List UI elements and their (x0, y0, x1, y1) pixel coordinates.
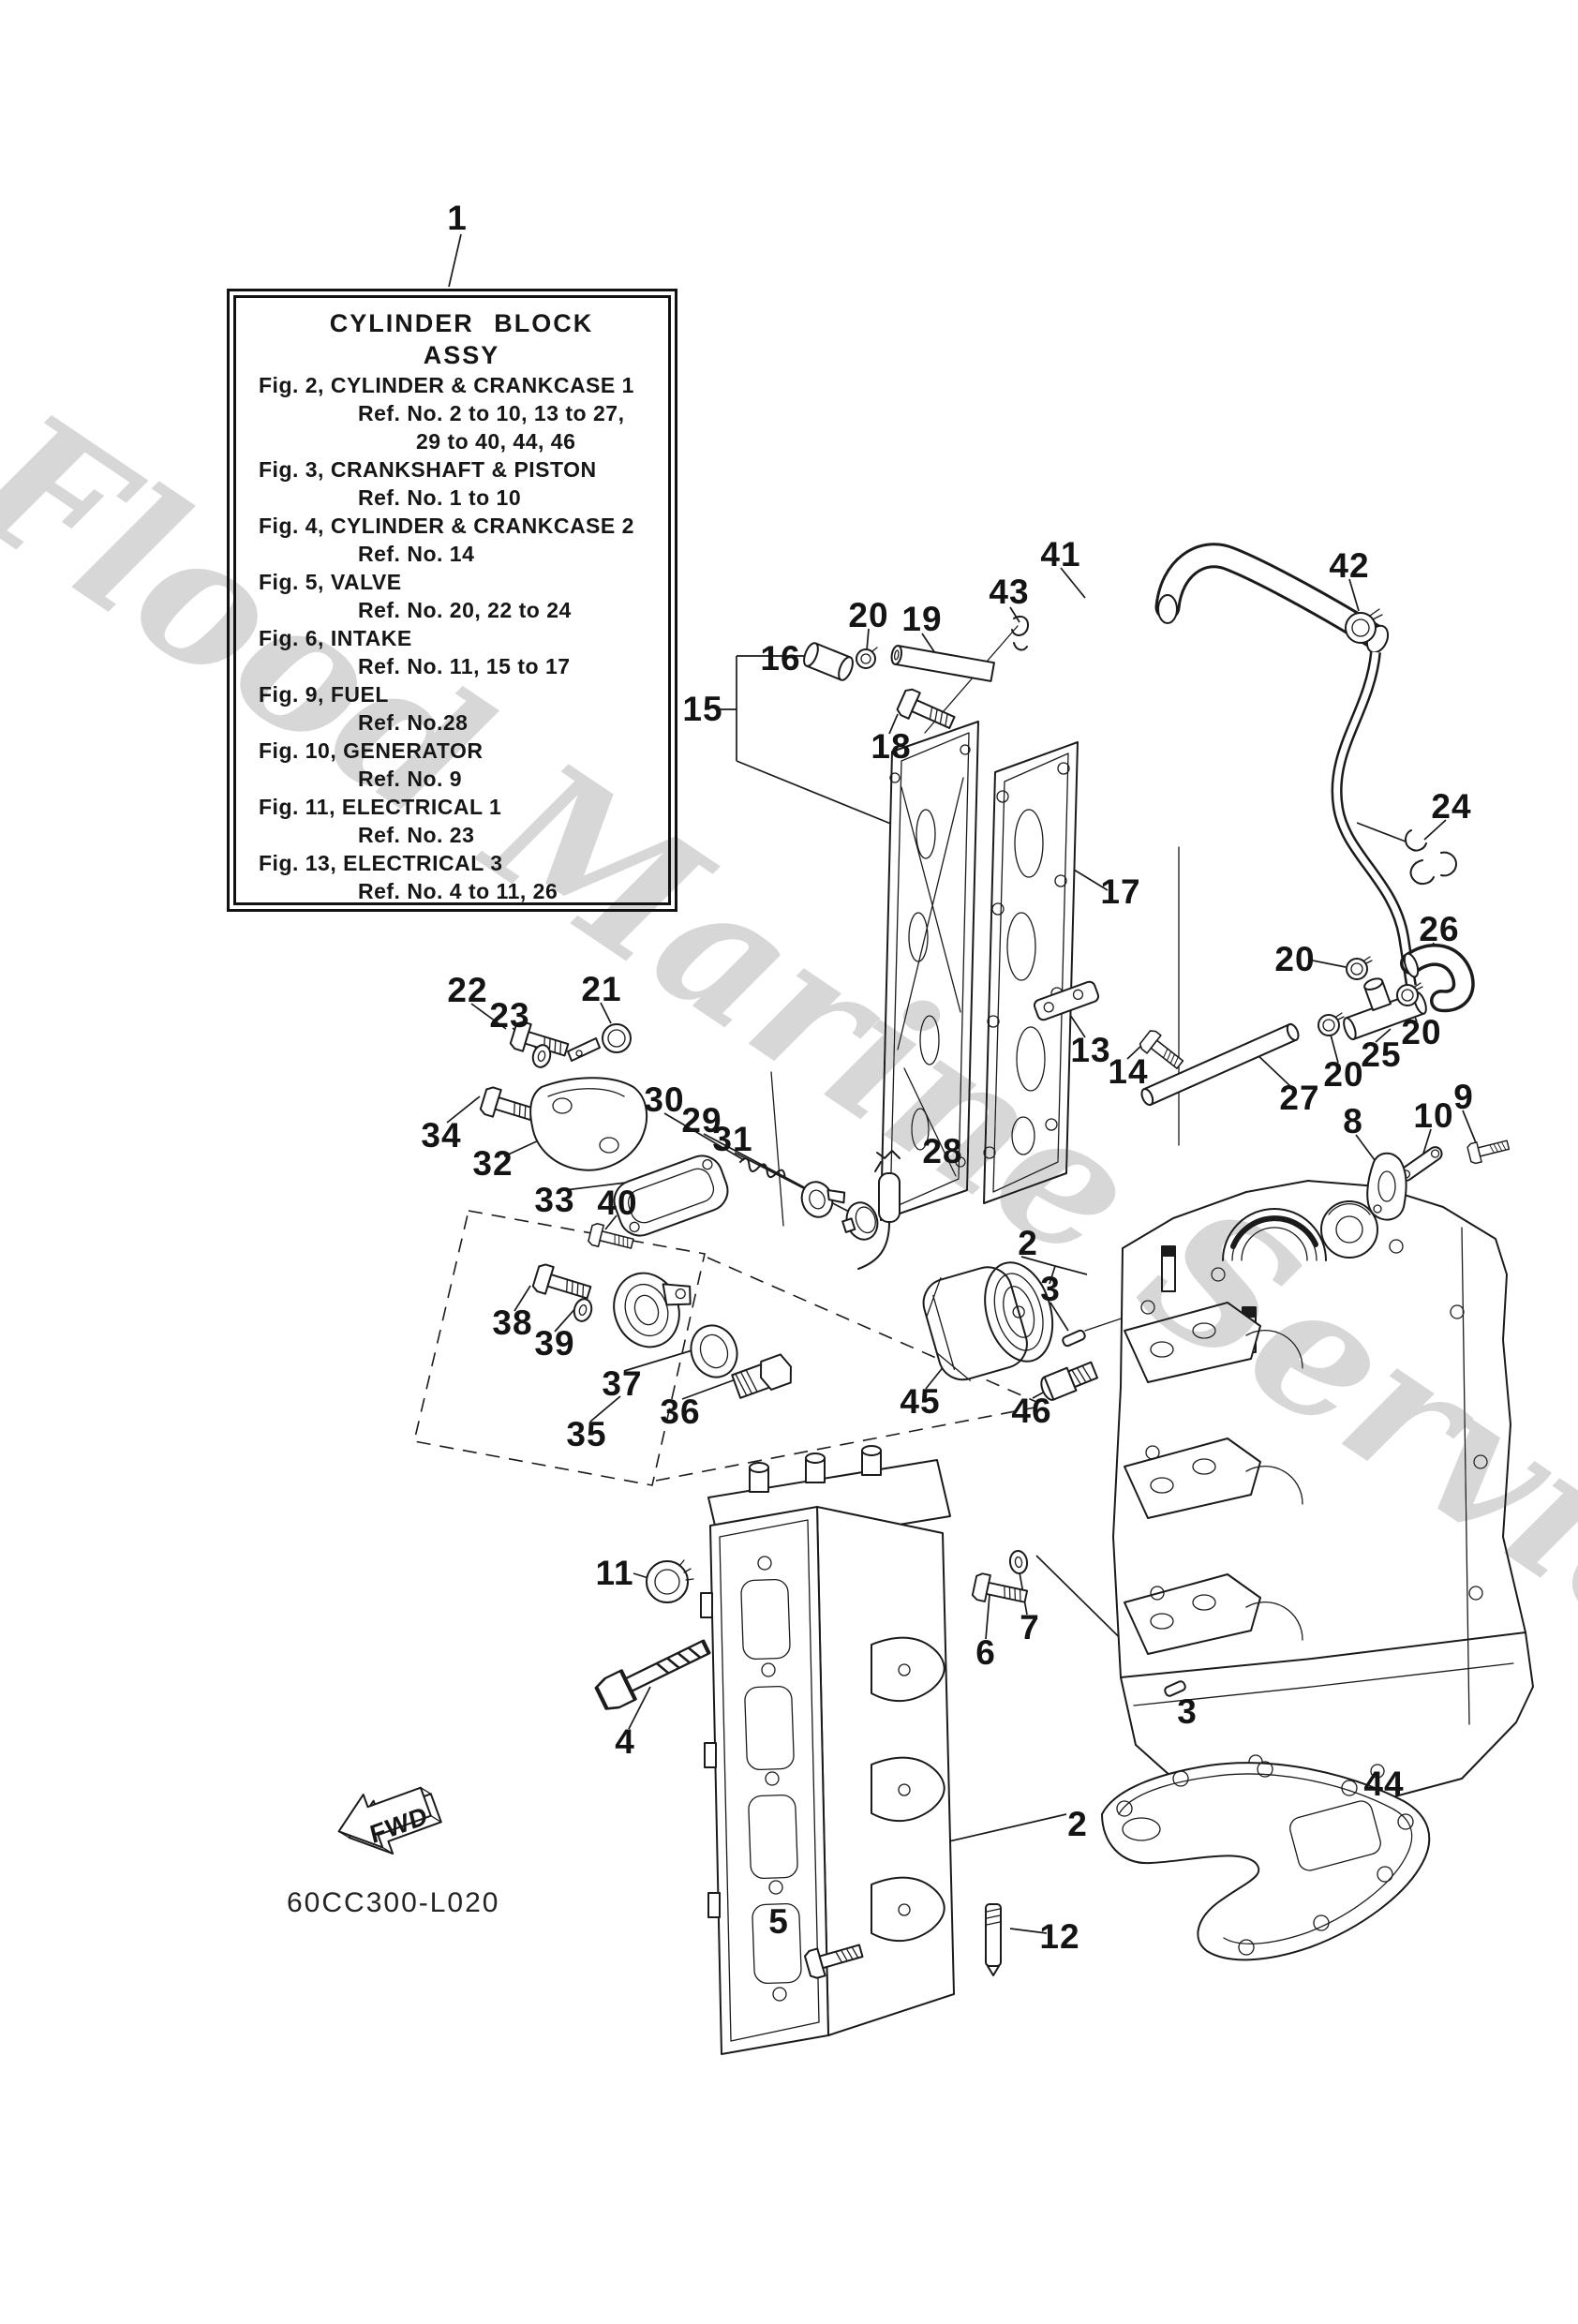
base-gasket-drawing (1101, 1761, 1431, 1961)
info-fig-line: Fig. 10, GENERATOR (259, 738, 484, 763)
info-fig-line: Fig. 13, ELECTRICAL 3 (259, 851, 503, 875)
info-fig-line: Fig. 6, INTAKE (259, 626, 412, 650)
info-ref-line: Ref. No. 1 to 10 (358, 485, 522, 510)
info-box-inner-border: CYLINDER BLOCK ASSY Fig. 2, CYLINDER & C… (233, 295, 671, 905)
exhaust-plate-assembly-drawing (880, 721, 1079, 1221)
info-ref-line: Ref. No. 23 (358, 823, 475, 847)
info-box-title-line1: CYLINDER BLOCK (329, 309, 594, 337)
info-box-title-line2: ASSY (423, 341, 500, 369)
part-11-grommet (646, 1559, 694, 1603)
cylinder-block-assy-info-box: CYLINDER BLOCK ASSY Fig. 2, CYLINDER & C… (227, 289, 677, 912)
small-parts-drawing (478, 686, 1511, 1981)
info-ref-line: Ref. No. 4 to 11, 26 (358, 879, 558, 903)
info-ref-line: Ref. No. 11, 15 to 17 (358, 654, 571, 678)
info-fig-line: Fig. 9, FUEL (259, 682, 389, 707)
drawing-code: 60CC300-L020 (287, 1887, 500, 1918)
info-fig-line: Fig. 5, VALVE (259, 570, 402, 594)
info-ref-line: Ref. No. 20, 22 to 24 (358, 598, 572, 622)
info-fig-line: Fig. 11, ELECTRICAL 1 (259, 795, 502, 819)
part-45-oil-filter (922, 1261, 1054, 1381)
info-ref-line: 29 to 40, 44, 46 (416, 429, 576, 454)
info-ref-line: Ref. No. 14 (358, 542, 475, 566)
part-21-clamp (567, 1023, 632, 1062)
cylinder-block-drawing (700, 1445, 955, 2055)
fwd-arrow (337, 1786, 442, 1855)
info-fig-line: Fig. 4, CYLINDER & CRANKCASE 2 (259, 514, 634, 538)
info-ref-line: Ref. No. 2 to 10, 13 to 27, (358, 401, 625, 425)
hoses-and-fittings-drawing (803, 543, 1475, 1270)
crankcase-drawing (1112, 1180, 1534, 1811)
info-box-entries: Fig. 2, CYLINDER & CRANKCASE 1 Ref. No. 2… (259, 371, 664, 905)
info-ref-line: Ref. No. 9 (358, 767, 463, 791)
info-fig-line: Fig. 3, CRANKSHAFT & PISTON (259, 457, 597, 482)
info-ref-line: Ref. No.28 (358, 710, 469, 735)
info-fig-line: Fig. 2, CYLINDER & CRANKCASE 1 (259, 373, 634, 397)
